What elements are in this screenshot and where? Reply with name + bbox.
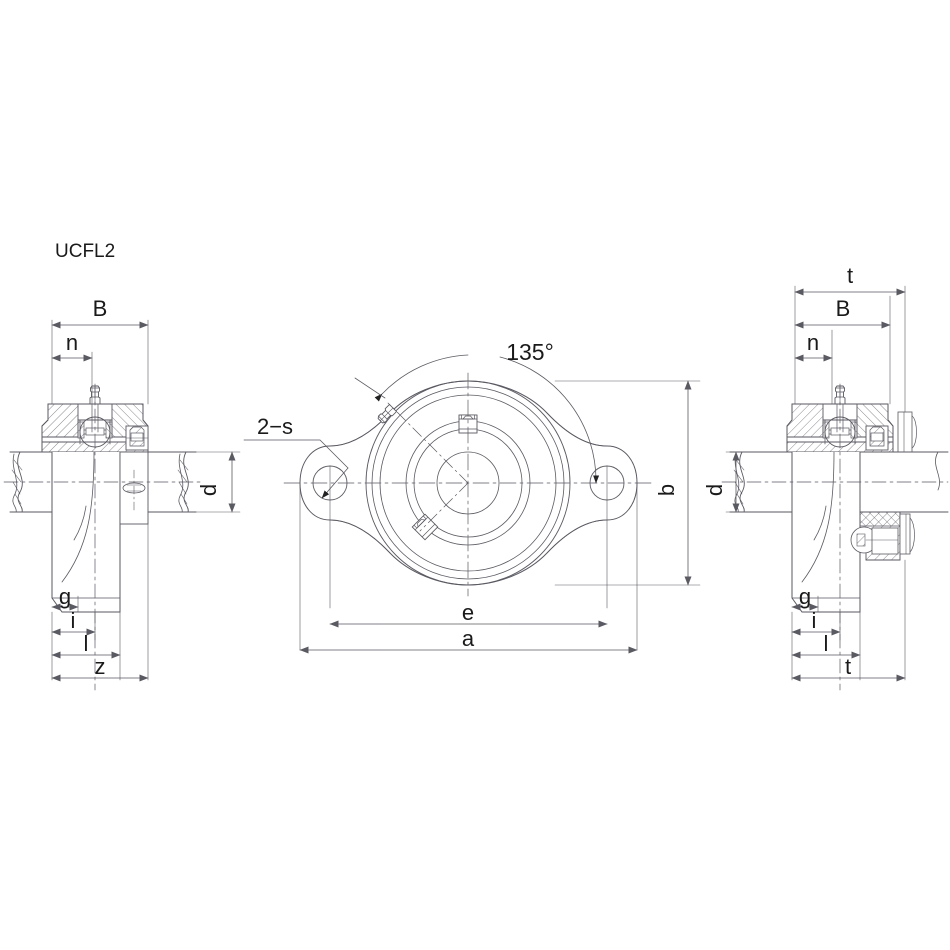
left-flange-body (51, 451, 149, 613)
dimension-label-n-left: n (66, 330, 78, 355)
dimension-label-g-right: g (799, 584, 811, 609)
dimension-label-b-center: b (654, 484, 679, 496)
right-flange-body (791, 451, 915, 613)
set-screw-right-view (865, 425, 889, 451)
label-2-s: 2−s (257, 414, 293, 439)
right-housing-section (786, 385, 917, 453)
dimension-d-right (725, 451, 761, 513)
dimension-label-t-top-right: t (847, 263, 853, 288)
dimension-z-left (51, 523, 149, 682)
dimension-label-a-center: a (462, 626, 475, 651)
left-housing-section (41, 385, 149, 453)
dimension-label-d-left: d (196, 484, 221, 496)
dimension-label-g-left: g (59, 584, 71, 609)
dimension-label-i-right: i (812, 608, 817, 633)
right-end-cover (897, 411, 917, 453)
dimension-label-B-left: B (93, 296, 108, 321)
dimension-label-t-bottom-right: t (845, 654, 851, 679)
angle-dimension-135 (354, 354, 600, 484)
center-view-extension-lines (299, 380, 701, 651)
drawing-title: UCFL2 (55, 241, 115, 262)
set-screw-left-view (125, 425, 149, 451)
right-side-section-view (721, 285, 949, 691)
dimension-label-d-right: d (702, 484, 727, 496)
dimension-label-B-right: B (836, 296, 851, 321)
leader-2-s (243, 439, 349, 499)
dimension-label-e-center: e (462, 600, 474, 625)
dimension-label-z-left: z (95, 654, 106, 679)
radial-centerlines (387, 402, 469, 532)
dimension-label-l-left: l (84, 631, 89, 656)
left-side-section-view (3, 319, 241, 691)
dimension-label-i-left: i (71, 608, 76, 633)
right-view-extension-lines (729, 285, 906, 681)
front-face-view (243, 354, 701, 654)
dimension-label-n-right: n (807, 330, 819, 355)
angle-label-135: 135° (506, 339, 554, 365)
dimension-label-l-right: l (824, 631, 829, 656)
